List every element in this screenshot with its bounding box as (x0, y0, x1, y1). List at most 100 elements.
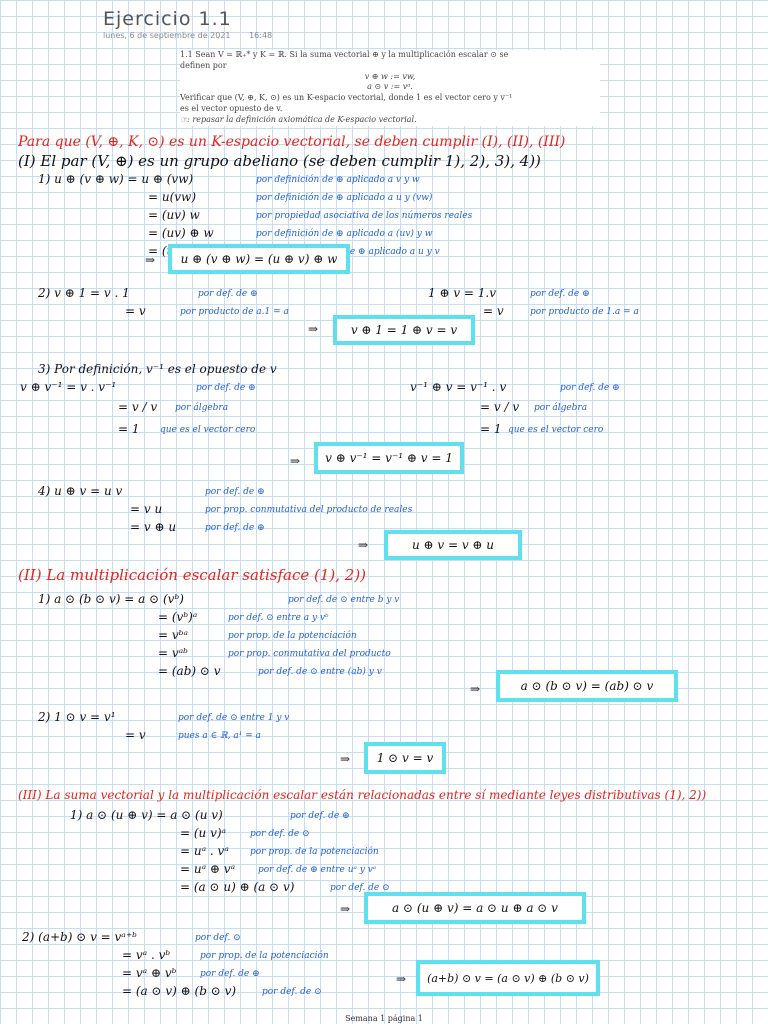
step-comment: por def. de ⊕ (290, 811, 350, 821)
step-line: 2) (a+b) ⊙ v = vᵃ⁺ᵇ (22, 930, 137, 944)
implies-arrow: ⇒ (290, 454, 301, 468)
step-line: 1) a ⊙ (u ⊕ v) = a ⊙ (u v) (70, 808, 223, 822)
step-line: = (a ⊙ u) ⊕ (a ⊙ v) (180, 880, 295, 894)
section-3-heading: (III) La suma vectorial y la multiplicac… (18, 788, 707, 802)
step-line: = u(vw) (148, 190, 197, 204)
result-box: u ⊕ v = v ⊕ u (384, 530, 522, 560)
step-comment: por prop. de la potenciación (200, 951, 329, 961)
step-line: = vᵇᵃ (158, 628, 188, 642)
step-comment: por definición de ⊕ aplicado a (uv) y w (256, 229, 433, 239)
step-line: = (ab) ⊙ v (158, 664, 221, 678)
result-box: a ⊙ (u ⊕ v) = a ⊙ u ⊕ a ⊙ v (364, 892, 586, 924)
step-line: = v u (130, 502, 163, 516)
result-box: u ⊕ (v ⊕ w) = (u ⊕ v) ⊕ w (168, 244, 350, 274)
step-comment: pues a ∈ ℝ, a¹ = a (178, 731, 261, 741)
step-line: = (u v)ᵃ (180, 826, 227, 840)
problem-statement: 1.1 Sean V = ℝ₊* y K = ℝ. Si la suma vec… (180, 50, 600, 126)
step-line: 1) u ⊕ (v ⊕ w) = u ⊕ (vw) (38, 172, 194, 186)
step-line: 2) 1 ⊙ v = v¹ (38, 710, 116, 724)
step-comment: por def. de ⊙ entre (ab) y v (258, 667, 382, 677)
step-comment: por def. de ⊕ (560, 383, 620, 393)
page-time: 16:48 (249, 31, 273, 40)
step-comment: por álgebra (175, 403, 229, 413)
step-line: 4) u ⊕ v = u v (38, 484, 123, 498)
step-comment: por prop. de la potenciación (228, 631, 357, 641)
page-datetime: lunes, 6 de septiembre de 2021 16:48 (103, 31, 272, 40)
step-comment: por def. de ⊕ (530, 289, 590, 299)
step-comment: por definición de ⊕ aplicado a u y v (278, 247, 440, 257)
step-line: = uᵃ ⊕ vᵃ (180, 862, 236, 876)
section-2-heading: (II) La multiplicación escalar satisface… (18, 566, 367, 584)
step-comment: por def. de ⊙ (250, 829, 310, 839)
step-line: = v / v (480, 400, 520, 414)
implies-arrow: ⇒ (470, 682, 481, 696)
step-comment: por def. ⊙ (195, 933, 241, 943)
problem-line: 1.1 Sean V = ℝ₊* y K = ℝ. Si la suma vec… (180, 50, 509, 59)
step-comment: que es el vector cero (160, 425, 256, 435)
step-comment: por def. de ⊕ (200, 969, 260, 979)
step-line: = (uv) ⊕ w (148, 226, 214, 240)
result-text: (a+b) ⊙ v = (a ⊙ v) ⊕ (b ⊙ v) (427, 971, 589, 985)
result-text: v ⊕ v⁻¹ = v⁻¹ ⊕ v = 1 (325, 451, 453, 465)
step-line: = (uv) w (148, 208, 200, 222)
step-comment: por def. de ⊕ (196, 383, 256, 393)
page-date: lunes, 6 de septiembre de 2021 (103, 31, 231, 40)
intro-line: Para que (V, ⊕, K, ⊙) es un K-espacio ve… (18, 134, 566, 150)
result-box: (a+b) ⊙ v = (a ⊙ v) ⊕ (b ⊙ v) (416, 960, 600, 996)
problem-line: definen por (180, 60, 227, 70)
implies-arrow: ⇒ (145, 253, 156, 267)
step-heading: 3) Por definición, v⁻¹ es el opuesto de … (38, 362, 277, 376)
step-comment: por prop. de la potenciación (250, 847, 379, 857)
step-comment: por def. de ⊙ entre 1 y v (178, 713, 290, 723)
step-comment: por def. de ⊕ (205, 487, 265, 497)
result-text: u ⊕ (v ⊕ w) = (u ⊕ v) ⊕ w (180, 252, 338, 266)
step-comment: por def. de ⊙ entre b y v (288, 595, 400, 605)
step-comment: por def. de ⊕ entre uᵃ y vᵃ (258, 865, 377, 875)
problem-line: es el vector opuesto de v. (180, 103, 283, 113)
problem-hint: ☞: repasar la definición axiomática de K… (180, 114, 417, 124)
result-box: 1 ⊙ v = v (364, 742, 446, 774)
step-comment: por def. de ⊙ (330, 883, 390, 893)
step-comment: por producto de 1.a = a (530, 307, 639, 317)
step-comment: por def. de ⊙ (262, 987, 322, 997)
step-line: = v (125, 304, 146, 318)
step-line: = v (125, 728, 146, 742)
step-line: = uᵃ . vᵃ (180, 844, 229, 858)
implies-arrow: ⇒ (308, 322, 319, 336)
problem-equation: v ⊕ w := vw, (364, 71, 416, 81)
step-line: = 1 (118, 422, 140, 436)
step-comment: por def. de ⊕ (205, 523, 265, 533)
step-line: = (a ⊙ v) ⊕ (b ⊙ v) (122, 984, 237, 998)
step-comment: por producto de a.1 = a (180, 307, 289, 317)
step-line: = v ⊕ u (130, 520, 177, 534)
section-1-heading: (I) El par (V, ⊕) es un grupo abeliano (… (18, 152, 541, 170)
result-text: 1 ⊙ v = v (376, 751, 434, 765)
step-line: 1) a ⊙ (b ⊙ v) = a ⊙ (vᵇ) (38, 592, 184, 606)
implies-arrow: ⇒ (340, 902, 351, 916)
step-comment: por propiedad asociativa de los números … (256, 211, 473, 221)
step-comment: por definición de ⊕ aplicado a v y w (256, 175, 420, 185)
page-footer: Semana 1 página 1 (345, 1014, 423, 1023)
result-text: v ⊕ 1 = 1 ⊕ v = v (350, 323, 458, 337)
step-line: v⁻¹ ⊕ v = v⁻¹ . v (410, 380, 507, 394)
result-text: a ⊙ (b ⊙ v) = (ab) ⊙ v (520, 679, 654, 693)
step-comment: por álgebra (534, 403, 588, 413)
step-comment: por def. de ⊕ (198, 289, 258, 299)
step-comment: por def. ⊙ entre a y vᵇ (228, 613, 329, 623)
step-line: 1 ⊕ v = 1.v (428, 286, 497, 300)
step-line: = v / v (118, 400, 158, 414)
problem-line: Verificar que (V, ⊕, K, ⊙) es un K-espac… (180, 93, 513, 103)
problem-equation: a ⊙ v := vᵃ. (367, 82, 413, 92)
implies-arrow: ⇒ (396, 972, 407, 986)
implies-arrow: ⇒ (340, 752, 351, 766)
step-line: = vᵃᵇ (158, 646, 188, 660)
page-title: Ejercicio 1.1 (103, 8, 232, 30)
result-text: a ⊙ (u ⊕ v) = a ⊙ u ⊕ a ⊙ v (392, 901, 558, 915)
step-line: 2) v ⊕ 1 = v . 1 (38, 286, 130, 300)
result-text: u ⊕ v = v ⊕ u (411, 538, 495, 552)
result-box: a ⊙ (b ⊙ v) = (ab) ⊙ v (496, 670, 678, 702)
step-comment: por prop. conmutativa del producto (228, 649, 391, 659)
step-line: v ⊕ v⁻¹ = v . v⁻¹ (20, 380, 117, 394)
implies-arrow: ⇒ (358, 538, 369, 552)
